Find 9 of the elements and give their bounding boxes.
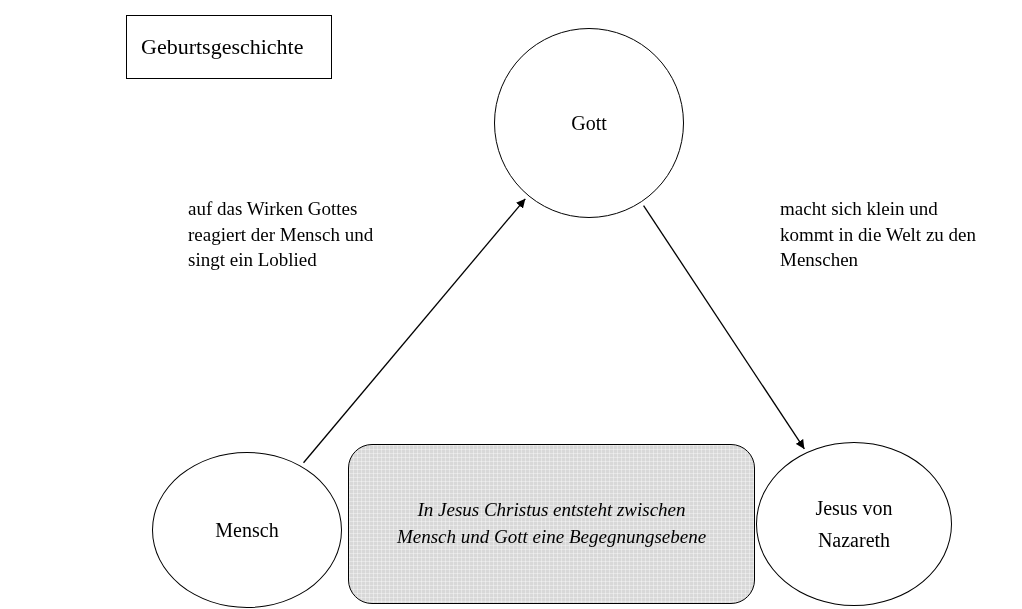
text-panel — [348, 444, 755, 604]
text-box — [126, 15, 332, 79]
node-label: Gott — [571, 111, 607, 136]
arrow — [642, 204, 805, 450]
node-label: Jesus von Nazareth — [814, 496, 894, 553]
node-label: Geburtsgeschichte — [141, 34, 304, 60]
node-label: In Jesus Christus entsteht zwischen Mensch und Gott eine Begegnungsebene — [395, 498, 708, 549]
node-label: Mensch — [215, 518, 279, 543]
arrow — [302, 198, 526, 464]
